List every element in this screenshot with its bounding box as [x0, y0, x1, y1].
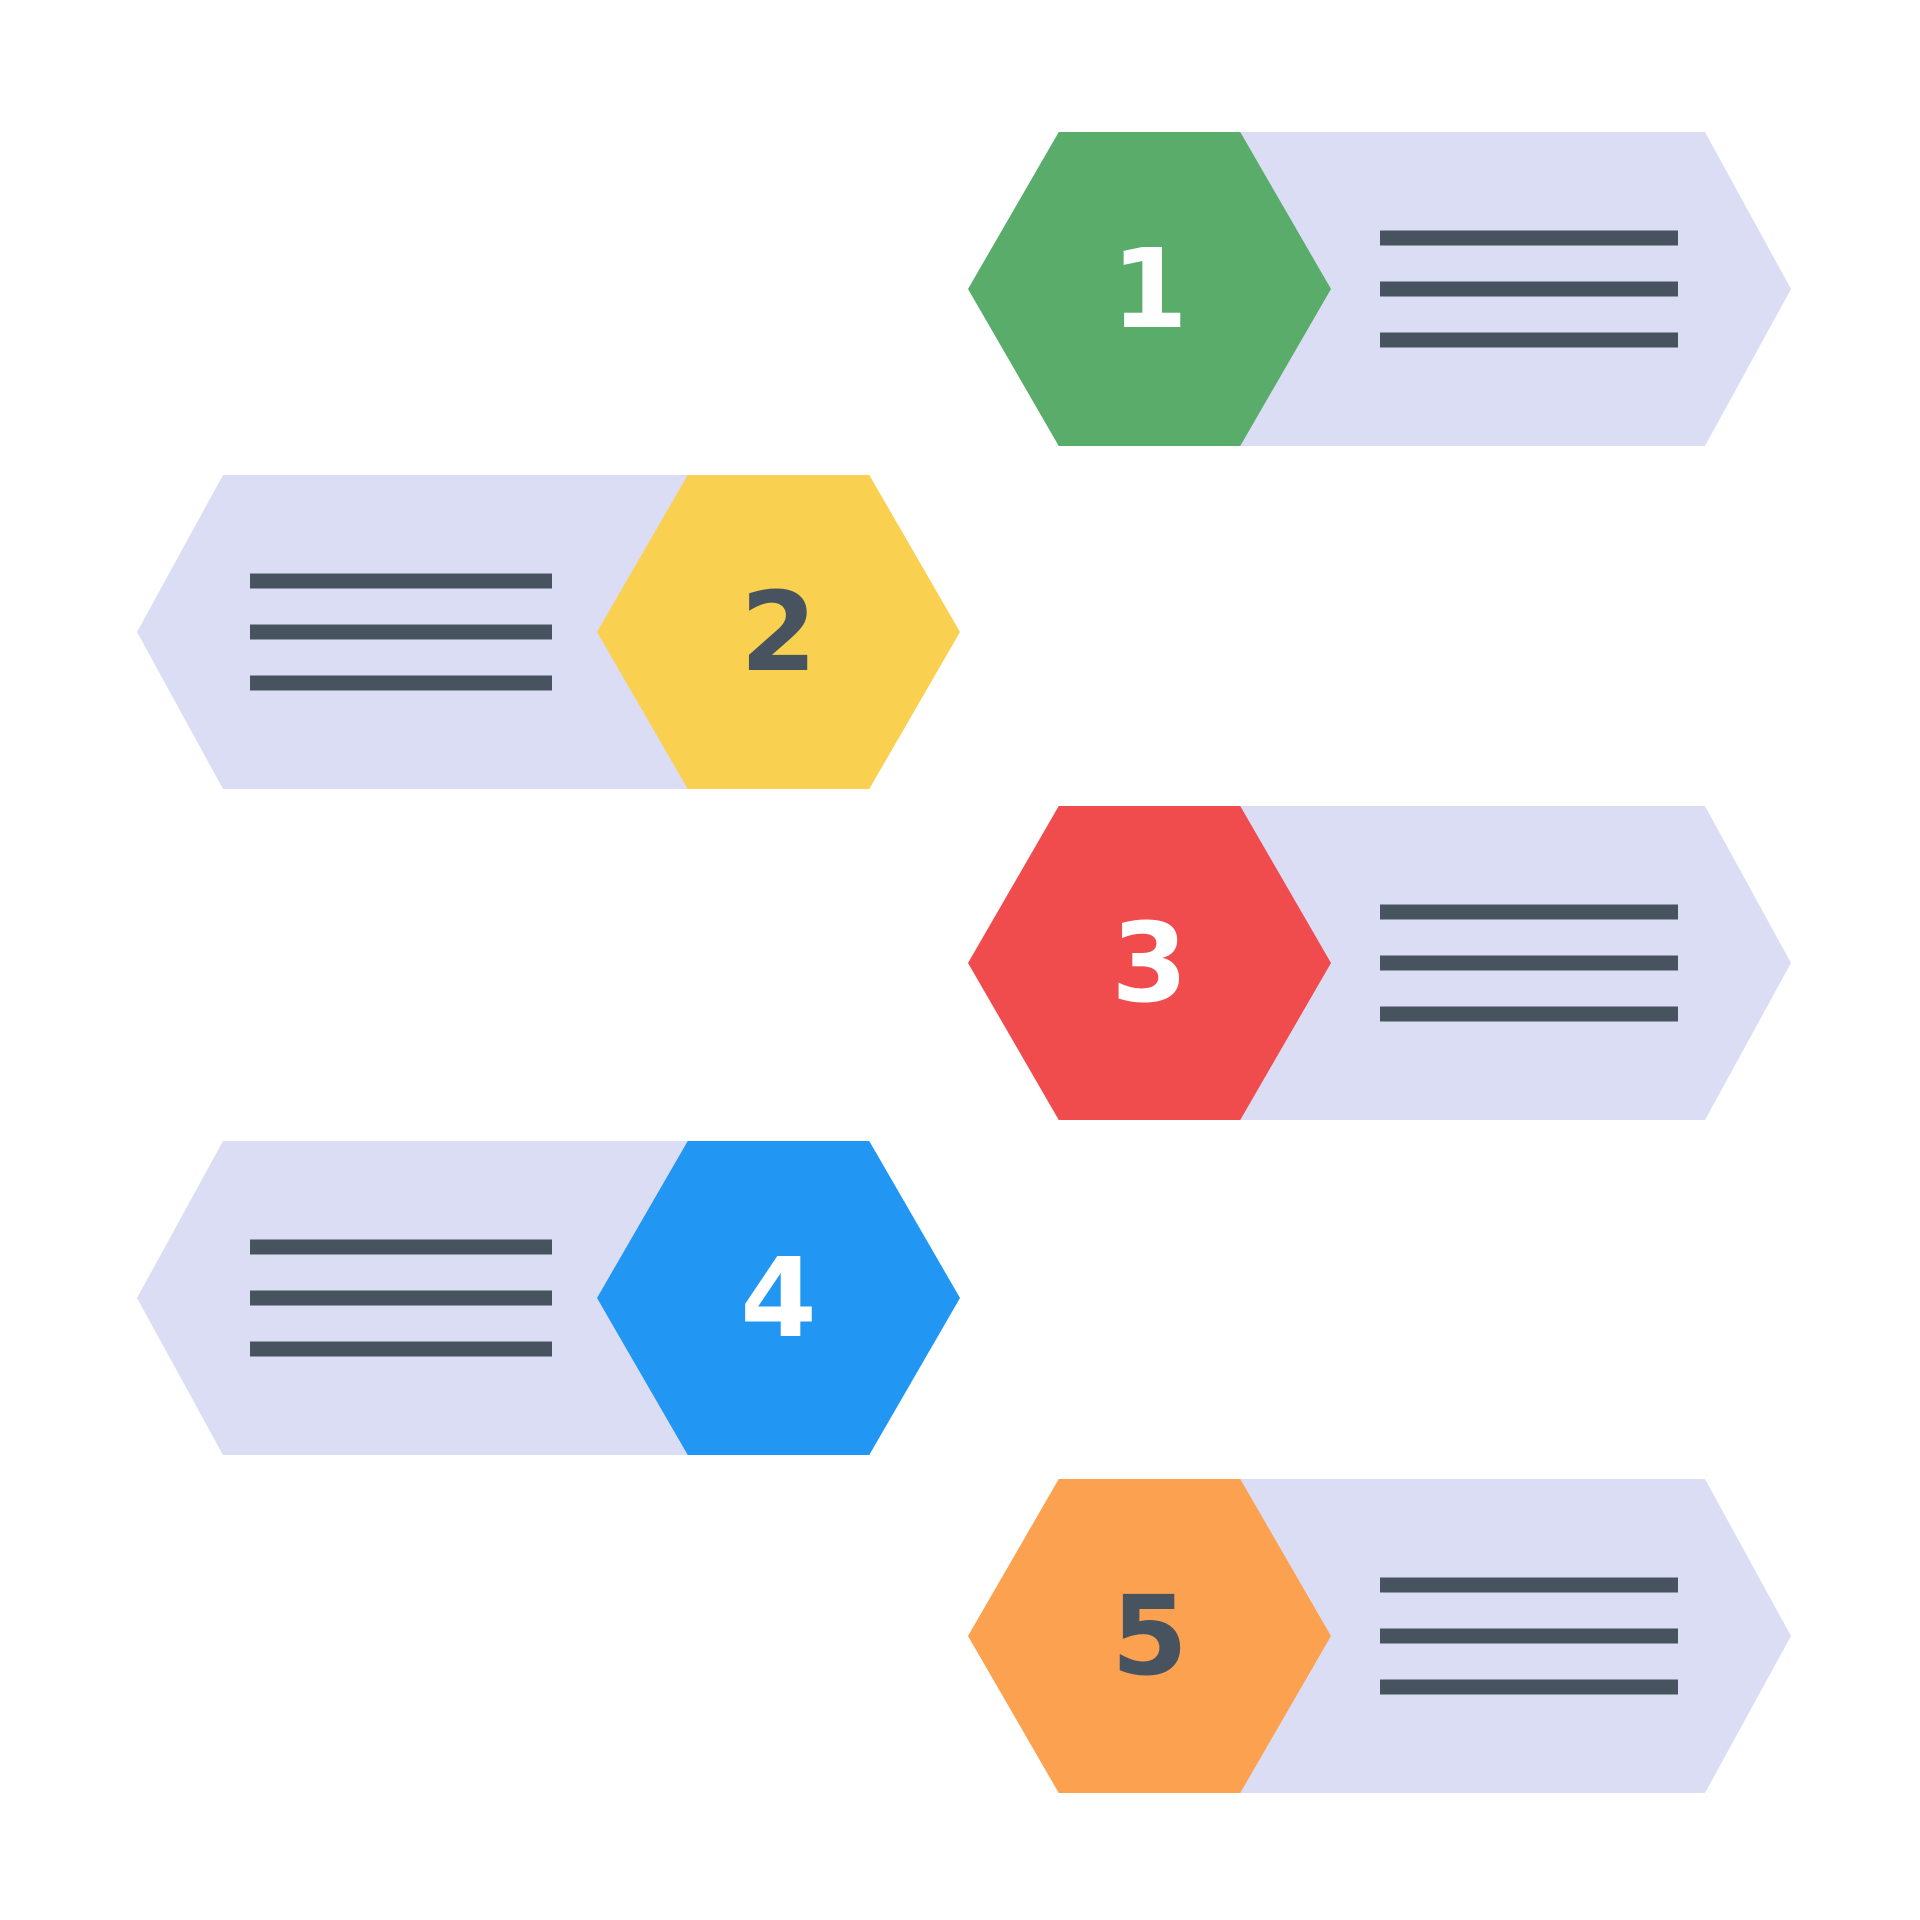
step-number: 2 [740, 568, 817, 696]
step-item: 3 [968, 806, 1791, 1120]
placeholder-line [250, 1341, 552, 1357]
step-hexagon: 4 [597, 1141, 960, 1455]
placeholder-line [1380, 904, 1678, 920]
placeholder-line [1380, 1679, 1678, 1695]
placeholder-line [250, 1290, 552, 1306]
step-banner [1240, 132, 1791, 446]
step-item: 2 [137, 475, 960, 789]
step-banner [1240, 806, 1791, 1120]
step-hexagon: 5 [968, 1479, 1331, 1793]
step-banner [137, 1141, 688, 1455]
step-item: 4 [137, 1141, 960, 1455]
placeholder-line [1380, 332, 1678, 348]
placeholder-lines [1380, 230, 1678, 348]
step-number: 1 [1111, 225, 1188, 353]
placeholder-line [250, 675, 552, 691]
step-number: 4 [740, 1234, 817, 1362]
placeholder-line [250, 1239, 552, 1255]
step-number: 3 [1111, 899, 1188, 1027]
placeholder-line [250, 624, 552, 640]
step-item: 5 [968, 1479, 1791, 1793]
placeholder-lines [250, 573, 552, 691]
step-number: 5 [1111, 1572, 1188, 1700]
placeholder-line [1380, 1628, 1678, 1644]
step-banner [1240, 1479, 1791, 1793]
step-item: 1 [968, 132, 1791, 446]
placeholder-line [250, 573, 552, 589]
placeholder-lines [1380, 904, 1678, 1022]
placeholder-line [1380, 230, 1678, 246]
step-banner [137, 475, 688, 789]
placeholder-line [1380, 1006, 1678, 1022]
placeholder-line [1380, 955, 1678, 971]
placeholder-line [1380, 1577, 1678, 1593]
placeholder-lines [1380, 1577, 1678, 1695]
placeholder-lines [250, 1239, 552, 1357]
placeholder-line [1380, 281, 1678, 297]
